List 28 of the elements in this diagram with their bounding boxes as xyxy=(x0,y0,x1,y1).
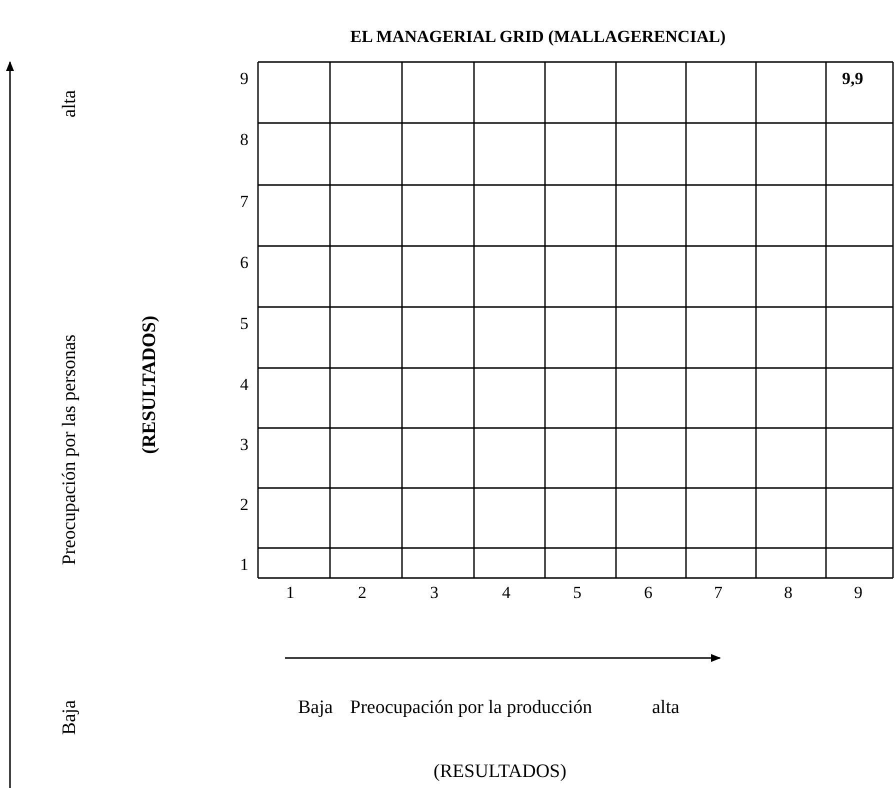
tick-label: 7 xyxy=(714,584,722,601)
diagram-title: EL MANAGERIAL GRID (MALLAGERENCIAL) xyxy=(349,28,727,45)
tick-label: 6 xyxy=(644,584,652,601)
tick-label: 4 xyxy=(502,584,510,601)
tick-label: 9 xyxy=(854,584,862,601)
axis-label: alta xyxy=(652,698,680,717)
tick-label: 3 xyxy=(430,584,438,601)
tick-label: 9 xyxy=(240,70,248,87)
tick-label: 8 xyxy=(240,131,248,148)
cell-label: 9,9 xyxy=(842,70,864,87)
axis-label: alta xyxy=(60,90,79,118)
tick-label: 7 xyxy=(240,193,248,210)
tick-label: 1 xyxy=(286,584,294,601)
tick-label: 4 xyxy=(240,376,248,393)
tick-label: 3 xyxy=(240,436,248,453)
axis-label: Preocupación por la producción xyxy=(350,698,592,717)
axis-subtitle: (RESULTADOS) xyxy=(432,762,568,781)
axis-label: Preocupación por las personas xyxy=(60,334,79,568)
tick-label: 6 xyxy=(240,254,248,271)
tick-label: 5 xyxy=(240,315,248,332)
axis-label: Baja xyxy=(298,698,333,717)
axis-label: Baja xyxy=(60,700,79,735)
tick-label: 5 xyxy=(573,584,582,601)
tick-label: 2 xyxy=(358,584,366,601)
tick-label: 1 xyxy=(240,556,248,573)
axis-subtitle: (RESULTADOS) xyxy=(140,314,159,456)
tick-label: 2 xyxy=(240,496,248,513)
tick-label: 8 xyxy=(784,584,792,601)
